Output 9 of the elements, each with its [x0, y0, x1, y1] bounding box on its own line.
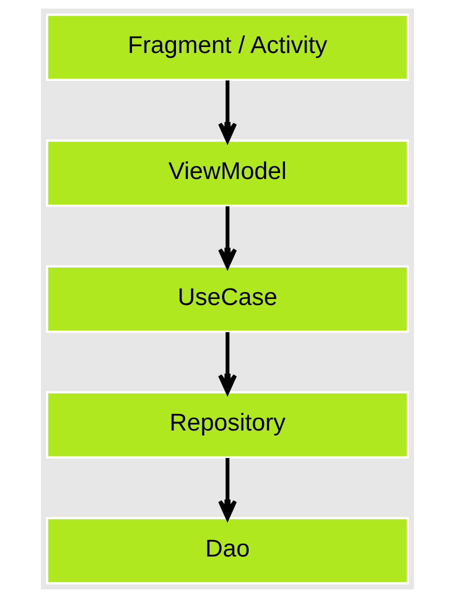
arrow — [218, 80, 236, 142]
arrow — [218, 332, 236, 394]
node-box: UseCase — [45, 265, 409, 333]
arrow — [218, 458, 236, 520]
arrow — [218, 206, 236, 268]
node-box: ViewModel — [45, 139, 409, 207]
node-box: Dao — [45, 516, 409, 584]
node-box: Repository — [45, 391, 409, 459]
node-box: Fragment / Activity — [45, 14, 409, 82]
